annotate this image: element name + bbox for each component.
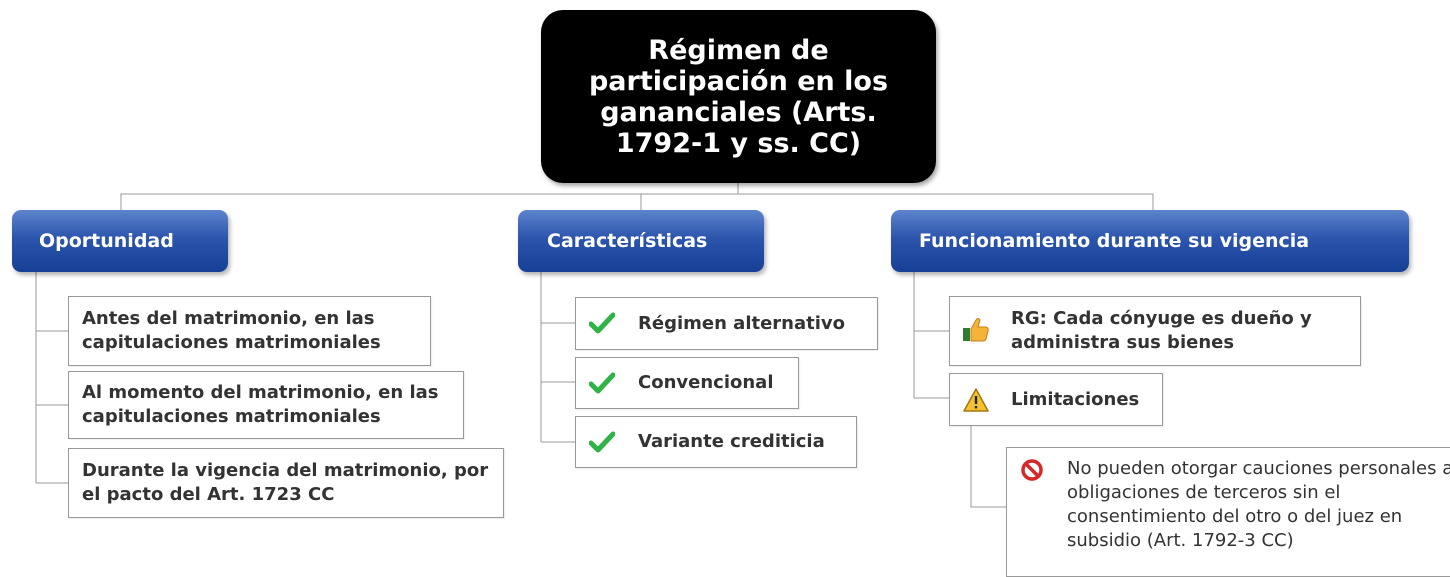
central-topic[interactable]: Régimen de participación en los ganancia… — [541, 10, 936, 183]
topic-text: Convencional — [638, 372, 774, 393]
topic-convencional[interactable]: Convencional — [575, 357, 799, 409]
topic-text: Régimen alternativo — [638, 312, 846, 334]
topic-text: No pueden otorgar cauciones personales a… — [1067, 458, 1450, 551]
prohibited-icon — [1021, 459, 1043, 481]
branch-oportunidad[interactable]: Oportunidad — [12, 210, 228, 272]
checkmark-icon — [589, 431, 615, 453]
branch-caracteristicas[interactable]: Características — [518, 210, 764, 272]
checkmark-icon — [589, 372, 615, 394]
topic-regimen-alternativo[interactable]: Régimen alternativo — [575, 297, 878, 350]
topic-text: Variante crediticia — [638, 431, 825, 452]
topic-durante-la-vigencia[interactable]: Durante la vigencia del matrimonio, por … — [68, 448, 504, 518]
topic-text: Antes del matrimonio, en las capitulacio… — [82, 308, 381, 353]
topic-regla-general[interactable]: RG: Cada cónyuge es dueño y administra s… — [949, 296, 1361, 366]
central-topic-title: Régimen de participación en los ganancia… — [588, 34, 889, 159]
topic-limitaciones[interactable]: Limitaciones — [949, 373, 1163, 426]
branch-label: Características — [547, 230, 708, 252]
topic-text: Al momento del matrimonio, en las capitu… — [82, 382, 439, 427]
topic-al-momento-del-matrimonio[interactable]: Al momento del matrimonio, en las capitu… — [68, 371, 464, 439]
topic-variante-crediticia[interactable]: Variante crediticia — [575, 416, 857, 468]
topic-text: Limitaciones — [1011, 388, 1140, 410]
checkmark-icon — [589, 312, 615, 334]
topic-no-pueden-otorgar-cauciones[interactable]: No pueden otorgar cauciones personales a… — [1006, 447, 1450, 577]
thumbs-up-icon — [963, 318, 989, 342]
topic-antes-del-matrimonio[interactable]: Antes del matrimonio, en las capitulacio… — [68, 296, 431, 366]
topic-text: Durante la vigencia del matrimonio, por … — [82, 460, 489, 505]
branch-label: Oportunidad — [39, 230, 174, 252]
branch-funcionamiento[interactable]: Funcionamiento durante su vigencia — [891, 210, 1409, 272]
topic-text: RG: Cada cónyuge es dueño y administra s… — [1011, 308, 1312, 353]
warning-icon — [963, 388, 989, 412]
branch-label: Funcionamiento durante su vigencia — [919, 230, 1310, 252]
